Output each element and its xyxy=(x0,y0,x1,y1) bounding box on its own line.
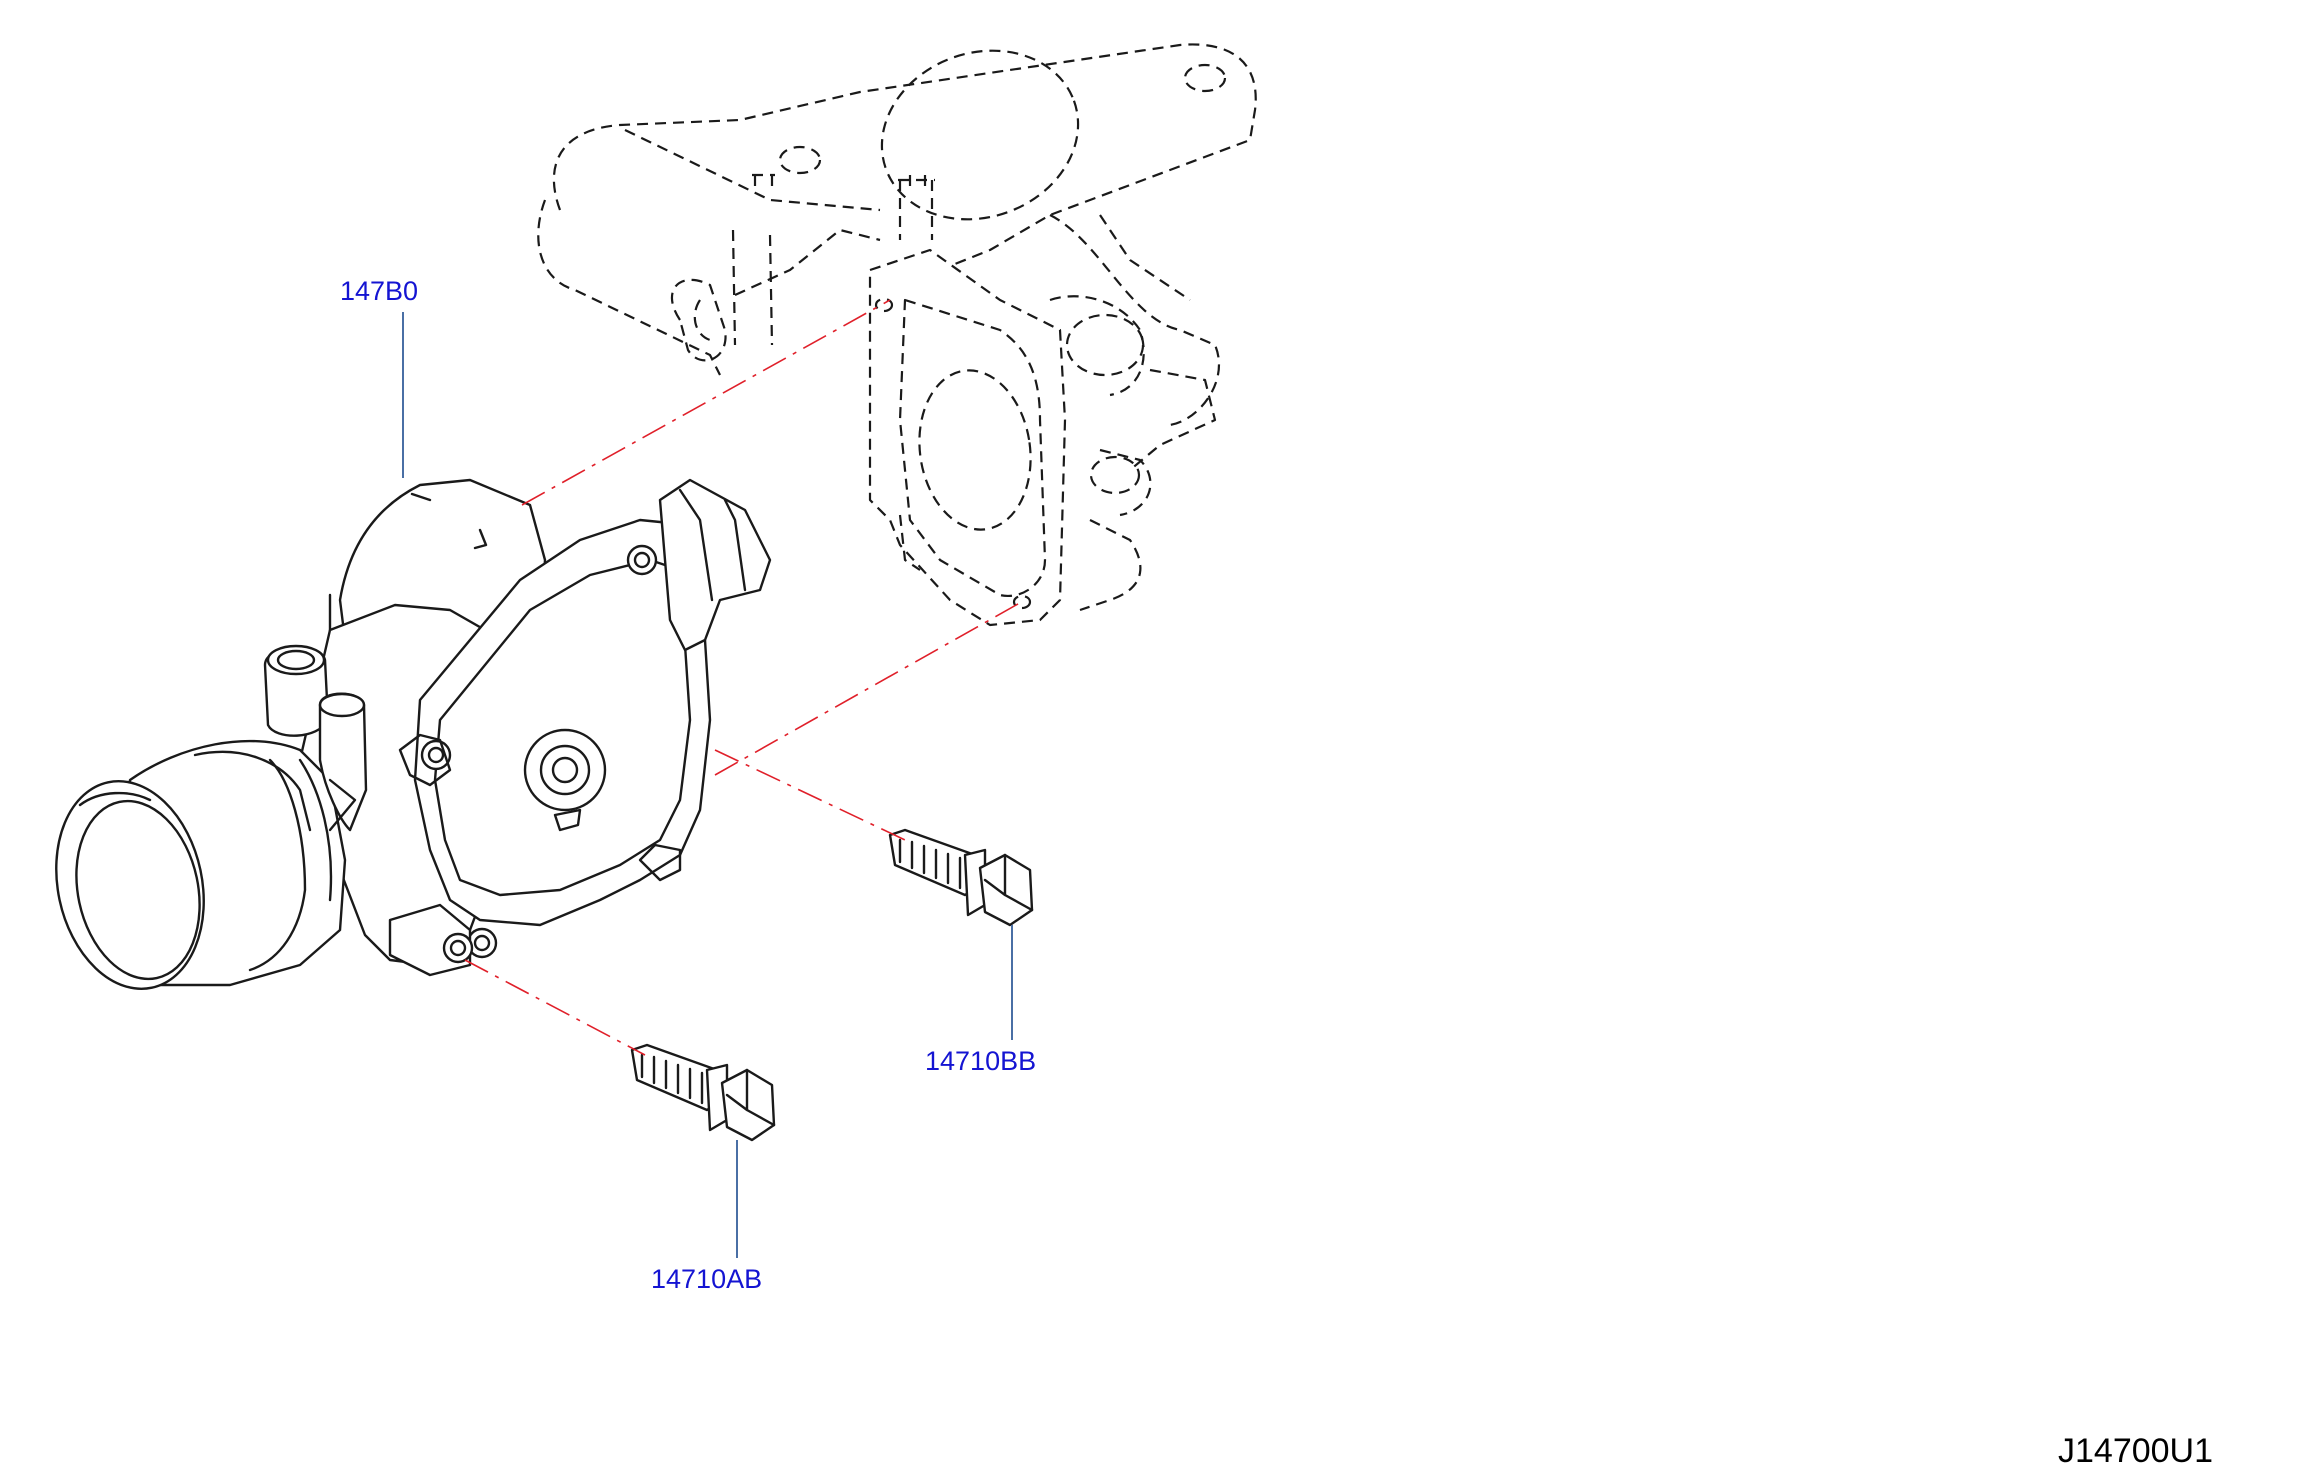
intake-manifold-phantom xyxy=(537,43,1257,627)
part-label-14710BB[interactable]: 14710BB xyxy=(925,1046,1036,1076)
part-label-147B0[interactable]: 147B0 xyxy=(340,276,418,306)
part-label-14710AB[interactable]: 14710AB xyxy=(651,1264,762,1294)
center-line-middle xyxy=(714,599,1026,776)
bolt-14710AB-drawing xyxy=(630,1043,776,1142)
center-line-upper xyxy=(521,299,891,506)
leader-lines xyxy=(402,312,1013,1258)
bolt-14710BB-drawing xyxy=(888,828,1034,927)
throttle-body xyxy=(55,478,772,990)
diagram-id: J14700U1 xyxy=(2058,1432,2213,1470)
center-line-bolt-bb xyxy=(714,749,906,841)
center-line-bolt-ab xyxy=(464,959,646,1056)
assembly-center-lines xyxy=(464,299,1026,1056)
